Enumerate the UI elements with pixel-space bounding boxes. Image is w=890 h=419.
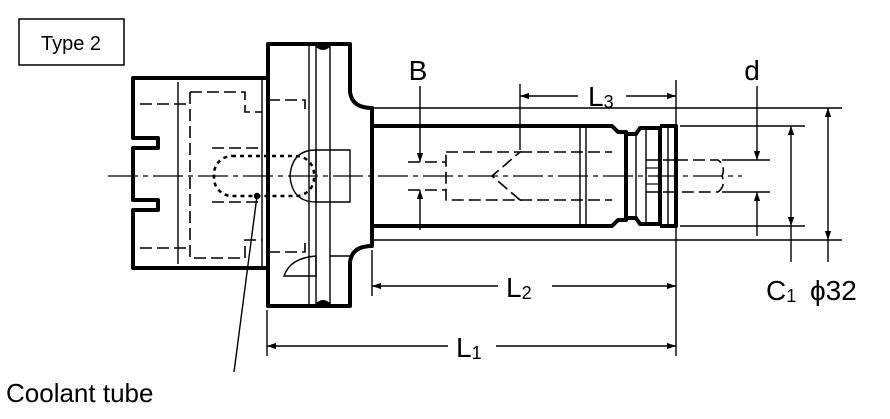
type-label: Type 2 [41,33,101,55]
flange [266,42,374,308]
dimension-label-l1: L1 [456,332,482,363]
extension-lines [266,80,842,356]
taper-shank [131,76,268,270]
dimension-label-l2: L2 [506,272,532,303]
dimension-lines [267,86,832,350]
coolant-leader [233,195,258,373]
type-label-box: Type 2 [18,18,125,66]
coolant-tube-label: Coolant tube [6,378,153,408]
dimension-label-diameter: ϕ32 [810,275,857,306]
dimension-label-l3: L3 [588,81,614,112]
dimension-label-b: B [409,55,428,86]
dimension-label-d: d [744,55,760,86]
dimension-label-c1: C1 [766,275,796,306]
